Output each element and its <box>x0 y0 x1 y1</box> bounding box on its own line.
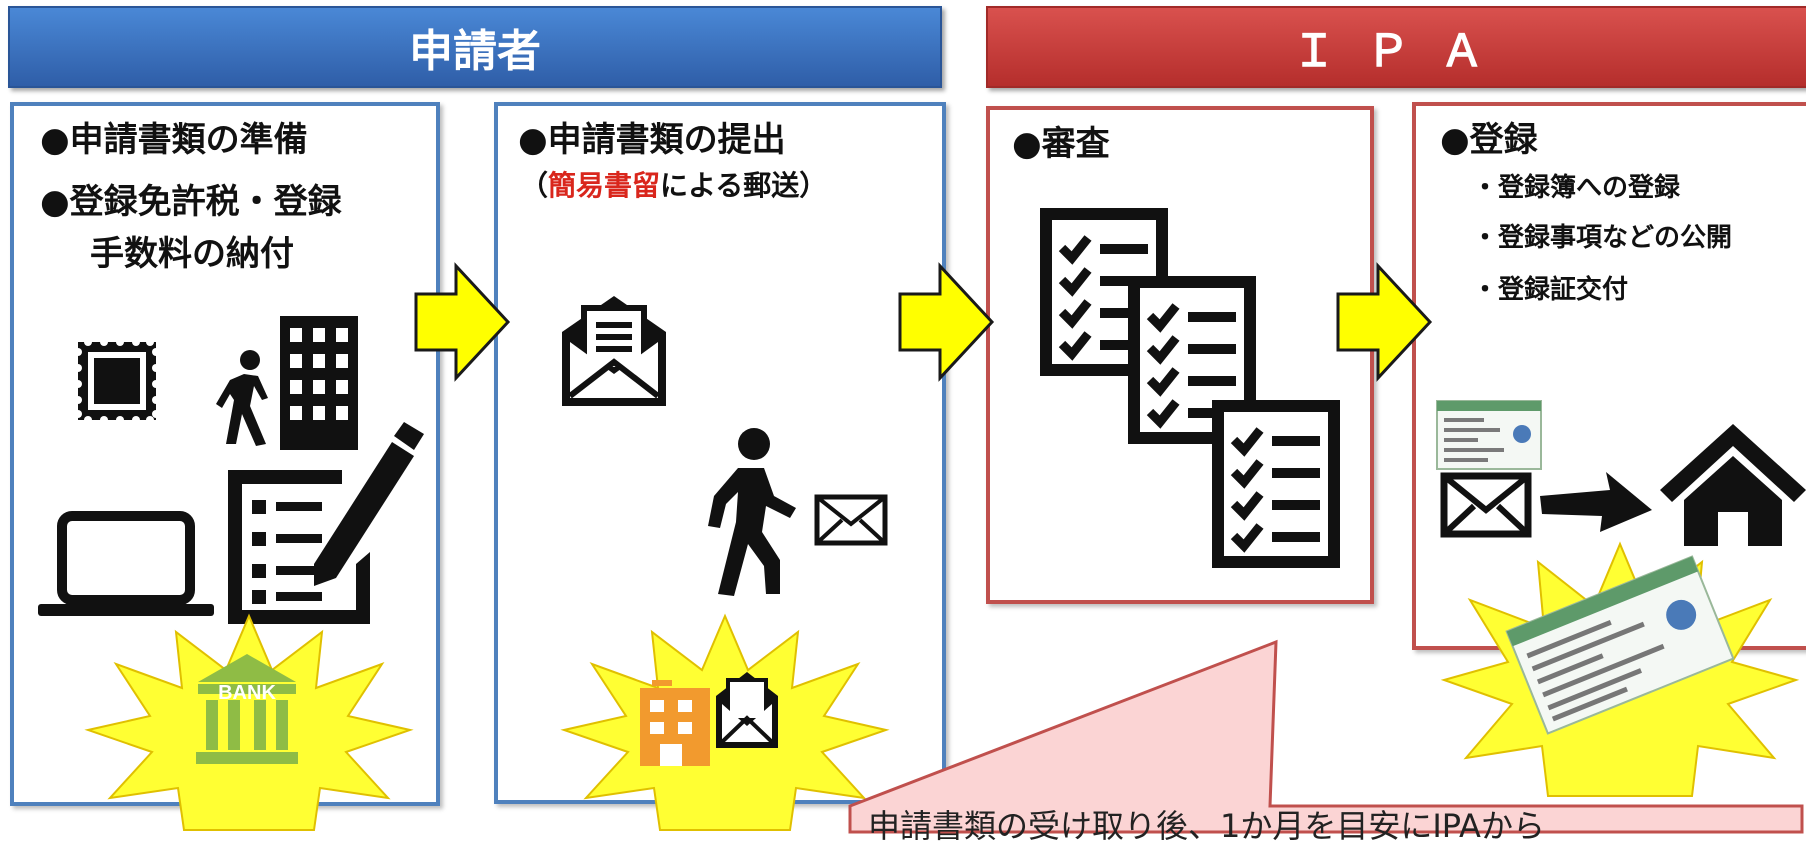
submit-line1: ●申請書類の提出 <box>518 120 786 160</box>
delivery-arrow <box>1540 472 1652 532</box>
register-item-1: ・登録簿への登録 <box>1472 173 1681 203</box>
flow-arrow-1 <box>414 262 511 382</box>
checklist-pen-icon <box>228 422 424 624</box>
note-text: 申請書類の受け取り後、1か月を目安にIPAから <box>868 807 1545 845</box>
applicant-header-label: 申請者 <box>409 26 541 77</box>
ipa-header: ＩＰＡ <box>986 6 1806 88</box>
post-envelope-icon <box>716 672 778 748</box>
register-item-2: ・登録事項などの公開 <box>1472 223 1733 253</box>
envelope-icon <box>1440 472 1532 538</box>
bank-icon <box>196 654 298 764</box>
checklist-icon-3 <box>1212 400 1340 568</box>
submit-subline: （簡易書留による郵送） <box>520 170 827 202</box>
review-line1: ●審査 <box>1012 124 1110 164</box>
person-with-letter-icon <box>708 428 796 596</box>
certificate-card-icon <box>1436 400 1542 470</box>
house-icon <box>1660 424 1806 546</box>
building-icon <box>280 316 358 450</box>
prepare-line1: ●申請書類の準備 <box>40 120 308 160</box>
panel-submit: ●申請書類の提出 （簡易書留による郵送） <box>494 102 946 804</box>
flow-arrow-3 <box>1336 262 1433 382</box>
flow-arrow-2 <box>898 262 995 382</box>
stamp-icon <box>74 338 160 424</box>
open-envelope-icon <box>562 296 666 406</box>
certificate-card-tilted-icon <box>1505 555 1735 735</box>
small-envelope-icon <box>814 494 888 546</box>
register-line1: ●登録 <box>1440 120 1538 160</box>
prepare-line2: ●登録免許税・登録 <box>40 182 342 222</box>
panel-register: ●登録 ・登録簿への登録 ・登録事項などの公開 ・登録証交付 <box>1412 102 1806 650</box>
walking-person-icon <box>216 350 268 446</box>
submit-sub-emphasis: 簡易書留 <box>548 169 661 202</box>
register-item-3: ・登録証交付 <box>1472 275 1629 305</box>
prepare-line3: 手数料の納付 <box>90 234 294 274</box>
laptop-icon <box>38 511 214 616</box>
bank-label: BANK <box>218 682 276 704</box>
submit-sub-rest: による郵送） <box>660 169 828 202</box>
note-callout-shape <box>848 639 1804 834</box>
submit-sub-open: （ <box>520 169 549 202</box>
post-office-icon <box>640 680 710 766</box>
ipa-header-label: ＩＰＡ <box>1292 26 1514 77</box>
applicant-header: 申請者 <box>8 6 942 88</box>
